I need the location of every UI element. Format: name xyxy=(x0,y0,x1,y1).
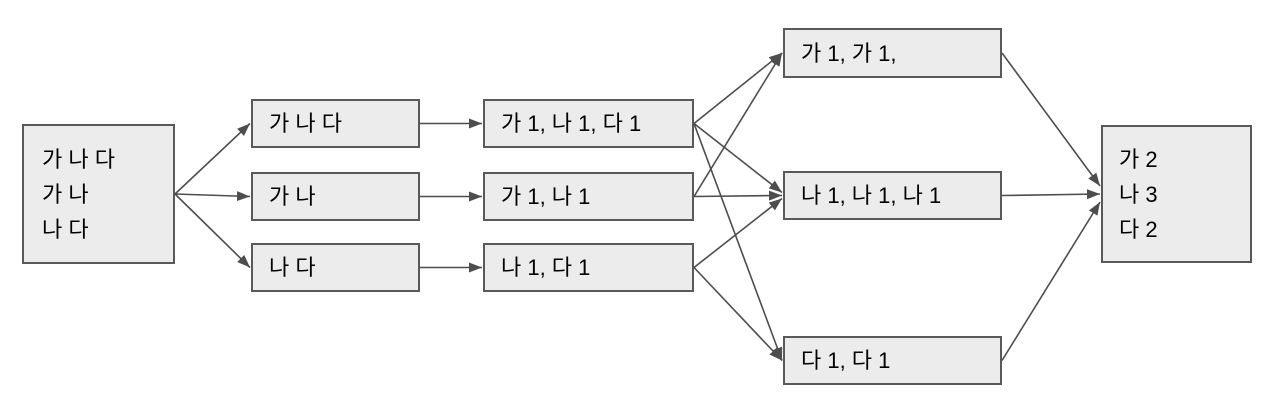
split-box-2: 가 나 xyxy=(251,172,420,221)
map-box-1: 가 1, 나 1, 다 1 xyxy=(483,99,694,148)
map-box-3: 나 1, 다 1 xyxy=(483,243,694,292)
edge-group_da-to-output xyxy=(1001,201,1101,361)
edge-map1-to-group_da xyxy=(693,123,783,361)
edge-map2-to-group_na xyxy=(693,190,783,201)
edge-map3-to-group_na xyxy=(693,197,783,269)
edge-input-to-split3 xyxy=(174,193,251,269)
edge-map3-to-group_da xyxy=(693,266,783,362)
split-label: 가 나 xyxy=(269,184,316,209)
group-label: 다 1, 다 1 xyxy=(801,348,891,373)
map-label: 나 1, 다 1 xyxy=(501,255,591,280)
edge-group_ga-to-output xyxy=(1001,52,1101,187)
split-label: 가 나 다 xyxy=(269,111,342,136)
output-line: 다 2 xyxy=(1119,216,1158,242)
output-line: 나 3 xyxy=(1119,181,1158,207)
group-label: 가 1, 가 1, xyxy=(801,40,897,66)
edge-group_na-to-output xyxy=(1001,189,1101,200)
input-document-box: 가 나 다 가 나 나 다 xyxy=(22,124,175,264)
edge-map2-to-group_ga xyxy=(693,52,783,197)
edge-input-to-split2 xyxy=(174,191,251,202)
map-box-2: 가 1, 나 1 xyxy=(483,172,694,221)
input-line: 가 나 다 xyxy=(42,146,115,172)
map-label: 가 1, 나 1 xyxy=(501,184,591,209)
map-label: 가 1, 나 1, 다 1 xyxy=(501,111,642,136)
edge-map1-to-group_na xyxy=(693,122,783,194)
group-box-da: 다 1, 다 1 xyxy=(783,336,1002,385)
group-box-na: 나 1, 나 1, 나 1 xyxy=(783,171,1002,220)
input-line: 나 다 xyxy=(42,216,89,242)
split-box-3: 나 다 xyxy=(251,243,420,292)
edge-map1-to-group_ga xyxy=(693,52,783,125)
group-box-ga: 가 1, 가 1, xyxy=(783,28,1002,78)
edge-input-to-split1 xyxy=(174,122,251,195)
output-line: 가 2 xyxy=(1119,146,1158,172)
split-box-1: 가 나 다 xyxy=(251,99,420,148)
split-label: 나 다 xyxy=(269,255,316,280)
output-result-box: 가 2 나 3 다 2 xyxy=(1101,125,1252,263)
group-label: 나 1, 나 1, 나 1 xyxy=(801,183,942,208)
input-line: 가 나 xyxy=(42,181,89,207)
